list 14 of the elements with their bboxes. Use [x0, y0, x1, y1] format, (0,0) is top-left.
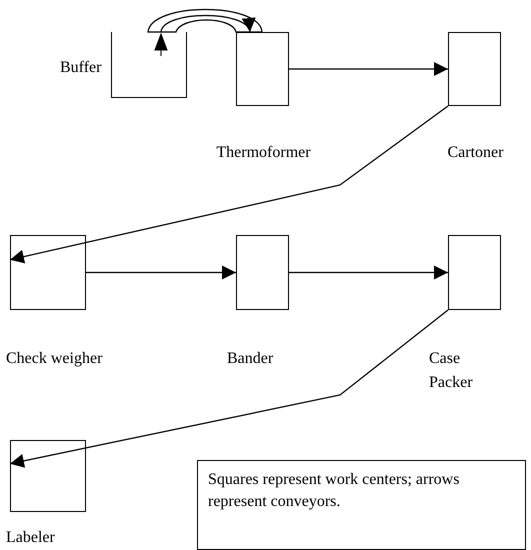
work-center-label: Cartoner	[446, 143, 504, 163]
conveyor-arrow	[10, 106, 448, 264]
conveyor-arrow	[289, 266, 448, 280]
work-center-label: Buffer	[60, 58, 102, 78]
work-center-label: Thermoformer	[215, 143, 312, 163]
note-text: Squares represent work centers; arrows represent conveyors.	[208, 470, 460, 512]
work-center-label: Case Packer	[429, 349, 474, 393]
work-center-label: Check weigher	[6, 349, 104, 369]
note-box	[197, 460, 526, 550]
work-center-label: Bander	[227, 349, 274, 369]
conveyor-arrow	[86, 266, 236, 280]
conveyor-arrow	[289, 62, 448, 76]
work-center-label: Labeler	[6, 528, 56, 548]
conveyor-arrow	[10, 310, 448, 468]
